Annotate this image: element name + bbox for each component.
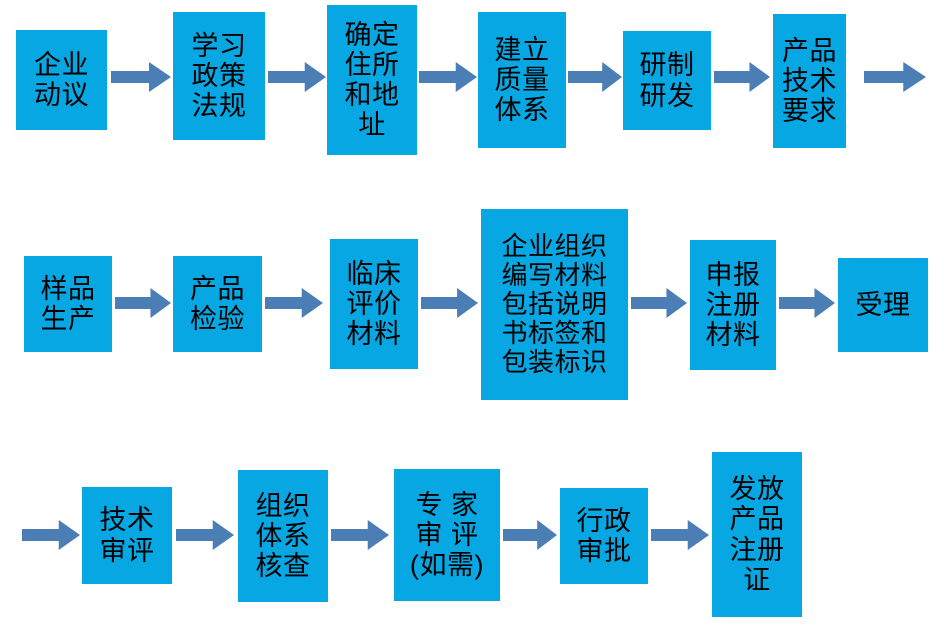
flow-arrow-right	[115, 288, 171, 318]
flow-node-label: 建立 质量 体系	[494, 34, 550, 126]
flow-arrow-right	[714, 62, 770, 92]
flow-node-label: 发放 产品 注册 证	[729, 474, 785, 595]
flow-arrow-right	[265, 288, 323, 318]
flow-arrow-right-rowwrap	[864, 62, 926, 92]
flow-arrow-right	[331, 520, 389, 550]
flow-arrow-right-rowwrap	[22, 520, 80, 550]
flow-node-determine-residence-address[interactable]: 确定 住所 和地 址	[327, 5, 417, 155]
flow-node-label: 行政 审批	[576, 505, 632, 566]
flow-node-submit-registration-materials[interactable]: 申报 注册 材料	[690, 240, 776, 370]
flow-node-label: 样品 生产	[40, 273, 96, 334]
flow-node-label: 产品 技术 要求	[781, 35, 838, 127]
flow-node-label: 企业组织 编写材料 包括说明 书标签和 包装标识	[501, 230, 608, 378]
flow-node-development-rnd[interactable]: 研制 研发	[623, 31, 711, 130]
flow-arrow-right	[568, 62, 622, 92]
flow-arrow-right	[268, 62, 326, 92]
flow-arrow-right	[631, 288, 687, 318]
flow-node-label: 受理	[855, 289, 911, 320]
flow-node-label: 申报 注册 材料	[705, 259, 761, 351]
flow-node-product-technical-requirements[interactable]: 产品 技术 要求	[773, 14, 846, 148]
flow-node-label: 研制 研发	[639, 50, 695, 111]
flow-node-label: 产品 检验	[189, 273, 246, 334]
flow-node-acceptance[interactable]: 受理	[838, 258, 928, 352]
flow-node-label: 企业 动议	[33, 49, 90, 110]
flow-node-study-policy-regulations[interactable]: 学习 政策 法规	[173, 12, 265, 140]
flow-node-expert-review-if-needed[interactable]: 专 家 审 评 (如需)	[394, 469, 500, 601]
flow-node-administrative-approval[interactable]: 行政 审批	[560, 488, 648, 584]
flow-node-enterprise-prepare-materials[interactable]: 企业组织 编写材料 包括说明 书标签和 包装标识	[481, 209, 628, 400]
flow-node-clinical-evaluation-materials[interactable]: 临床 评价 材料	[330, 239, 418, 369]
flow-arrow-right	[176, 520, 234, 550]
flow-node-label: 技术 审评	[99, 505, 155, 566]
flow-node-label: 专 家 审 评 (如需)	[409, 489, 485, 581]
flow-node-issue-product-registration-certificate[interactable]: 发放 产品 注册 证	[712, 452, 802, 617]
flow-node-label: 组织 体系 核查	[255, 490, 311, 582]
flow-node-enterprise-motion[interactable]: 企业 动议	[16, 30, 107, 130]
flow-node-organize-system-inspection[interactable]: 组织 体系 核查	[238, 470, 328, 602]
flow-arrow-right	[651, 520, 709, 550]
flow-arrow-right	[111, 62, 171, 92]
flow-arrow-right	[419, 62, 477, 92]
flow-node-label: 学习 政策 法规	[191, 30, 247, 122]
flow-arrow-right	[503, 520, 557, 550]
flow-node-establish-quality-system[interactable]: 建立 质量 体系	[478, 12, 566, 148]
flow-node-product-inspection[interactable]: 产品 检验	[173, 256, 262, 352]
flow-node-label: 临床 评价 材料	[346, 258, 402, 350]
flow-node-sample-production[interactable]: 样品 生产	[24, 256, 112, 352]
flow-arrow-right	[779, 288, 835, 318]
flow-node-technical-review[interactable]: 技术 审评	[82, 487, 172, 584]
flow-node-label: 确定 住所 和地 址	[344, 19, 400, 141]
flow-arrow-right	[421, 288, 478, 318]
